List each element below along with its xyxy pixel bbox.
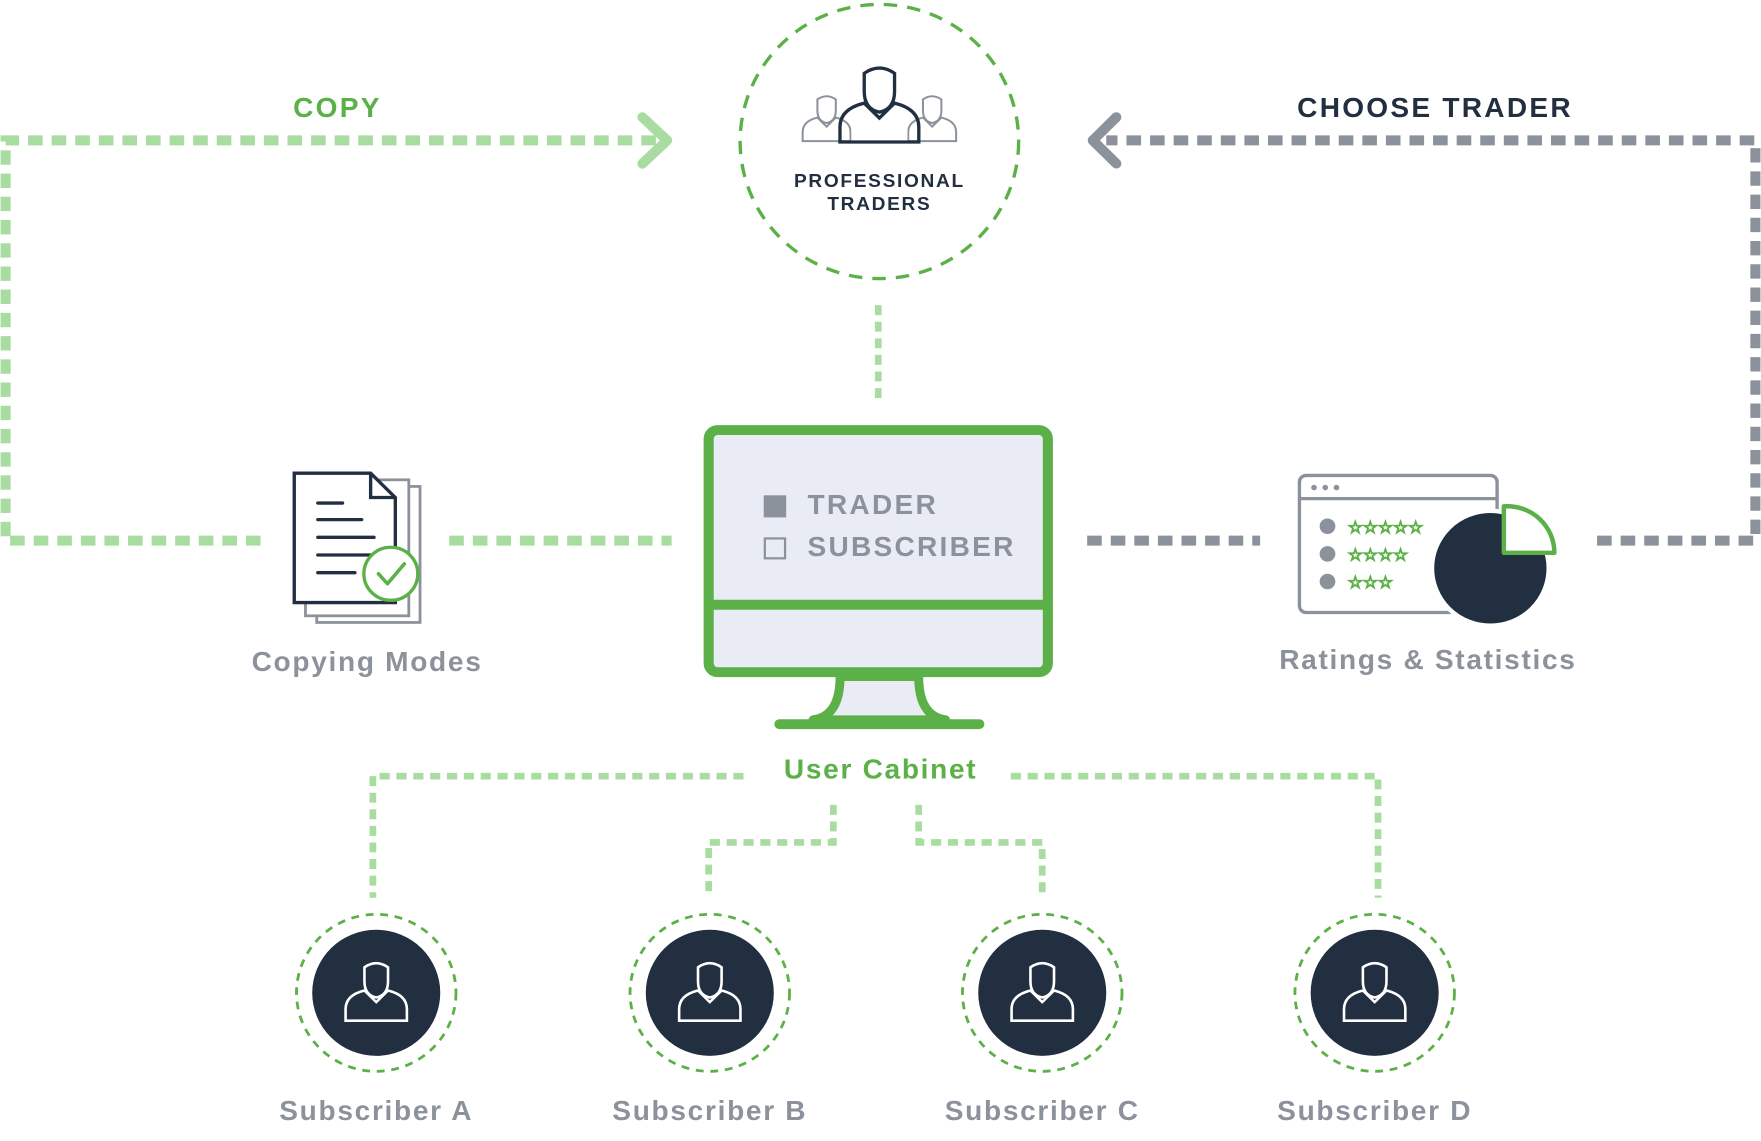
subscriber-c-label: Subscriber C [944,1095,1140,1127]
trader-checkbox[interactable] [763,494,787,517]
copy-label: COPY [293,92,382,124]
choose-trader-arrow-head [1087,112,1122,169]
trader-option[interactable]: TRADER [763,489,938,522]
svg-text:☆☆☆: ☆☆☆ [1348,572,1393,592]
subscriber-b-label: Subscriber B [612,1095,808,1127]
professional-traders-label: PROFESSIONAL TRADERS [793,170,965,215]
professional-traders-circle [738,2,1021,281]
svg-text:☆☆☆☆: ☆☆☆☆ [1348,545,1408,565]
ratings-chart-icon: ☆☆☆☆☆ ☆☆☆☆ ☆☆☆ [1297,473,1557,628]
subscriber-node-a [295,912,458,1073]
documents-check-icon [292,471,422,624]
choose-trader-loop-line [1106,135,1761,546]
monitor-icon [703,425,1053,730]
subscriber-node-c [961,912,1124,1073]
trader-option-label: TRADER [807,489,938,521]
traders-group-icon [801,66,958,157]
subscriber-connectors [369,772,1382,898]
choose-trader-label: CHOOSE TRADER [1297,92,1573,124]
svg-text:☆☆☆☆☆: ☆☆☆☆☆ [1348,517,1423,537]
user-cabinet-label: User Cabinet [783,754,978,785]
ratings-statistics-label: Ratings & Statistics [1279,644,1577,676]
copying-modes-label: Copying Modes [251,646,483,678]
subscriber-node-d [1293,912,1456,1073]
subscriber-a-label: Subscriber A [279,1095,474,1127]
subscriber-node-b [628,912,791,1073]
copy-loop-line [0,135,661,546]
subscriber-option[interactable]: SUBSCRIBER [763,531,1016,564]
subscriber-option-label: SUBSCRIBER [807,531,1016,563]
subscriber-checkbox[interactable] [763,536,787,559]
copy-arrow-head [637,112,673,169]
subscriber-d-label: Subscriber D [1277,1095,1473,1127]
